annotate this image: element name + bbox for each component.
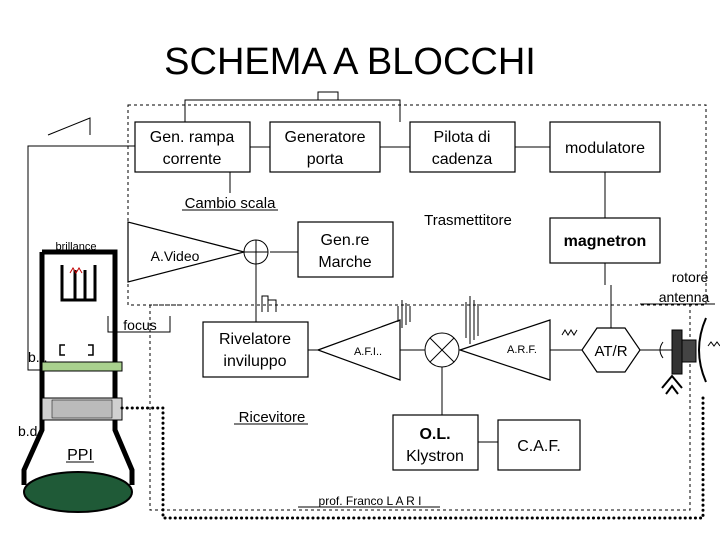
afi-label: A.F.I.. xyxy=(354,346,382,358)
magnetron-label: magnetron xyxy=(564,233,647,250)
mixer xyxy=(424,332,460,368)
bd-label: b.d. xyxy=(18,423,41,439)
generatore-porta-block: Generatore porta xyxy=(269,121,381,173)
sweep-feedback-line xyxy=(27,145,140,371)
rivelatore-line2: inviluppo xyxy=(223,353,286,370)
arf-label: A.R.F. xyxy=(507,344,537,356)
arf-amplifier: A.R.F. xyxy=(458,319,551,381)
gen-marche-line1: Gen.re xyxy=(321,232,370,249)
diagram-title: SCHEMA A BLOCCHI xyxy=(164,41,536,83)
sawtooth-icon xyxy=(47,117,91,136)
gen-porta-line1: Generatore xyxy=(285,129,366,146)
rf-burst-icon-1 xyxy=(465,296,479,344)
bf-label: b.f. xyxy=(28,349,47,365)
transmitter-enclosure xyxy=(127,104,707,306)
sync-bracket xyxy=(184,99,401,122)
summing-node xyxy=(243,239,269,265)
gen-marche-line2: Marche xyxy=(318,254,371,271)
rotore-line2: antenna xyxy=(659,289,710,305)
avideo-label: A.Video xyxy=(151,248,200,264)
avideo-amplifier: A.Video xyxy=(127,221,247,283)
klystron-line1: O.L. xyxy=(419,426,450,443)
focus-label: focus xyxy=(123,317,156,333)
gen-rampa-block: Gen. rampa corrente xyxy=(134,121,251,173)
pilota-line2: cadenza xyxy=(432,151,493,168)
if-burst-icon-1 xyxy=(397,300,411,328)
klystron-line2: Klystron xyxy=(406,448,464,465)
focus-underline xyxy=(107,316,171,333)
gen-rampa-line1: Gen. rampa xyxy=(150,129,235,146)
video-pulse-icon xyxy=(261,295,277,312)
author-label: prof. Franco L A R I xyxy=(319,494,422,508)
brillance-label: brillance xyxy=(56,241,97,253)
modulatore-label: modulatore xyxy=(565,140,645,157)
pilota-line1: Pilota di xyxy=(434,129,491,146)
afi-amplifier: A.F.I.. xyxy=(316,319,401,381)
rf-burst-icon-2 xyxy=(561,329,578,336)
ricevitore-label: Ricevitore xyxy=(239,409,306,426)
focus-coil xyxy=(41,361,123,372)
ol-klystron-block: O.L. Klystron xyxy=(392,414,479,471)
trasmettitore-label: Trasmettitore xyxy=(424,212,512,229)
ppi-label: PPI xyxy=(67,447,93,464)
gen-porta-line2: porta xyxy=(307,151,344,168)
sync-pulse-icon xyxy=(317,91,339,100)
pilota-cadenza-block: Pilota di cadenza xyxy=(409,121,516,173)
receiver-enclosure xyxy=(149,304,691,511)
ppi-screen xyxy=(23,471,133,513)
rivelatore-block: Rivelatore inviluppo xyxy=(202,321,309,378)
gen-rampa-line2: corrente xyxy=(163,151,222,168)
caf-label: C.A.F. xyxy=(517,438,561,455)
caf-block: C.A.F. xyxy=(497,419,581,471)
magnetron-block: magnetron xyxy=(549,217,661,264)
modulatore-block: modulatore xyxy=(549,121,661,173)
antenna xyxy=(659,317,720,395)
atr-label: AT/R xyxy=(594,343,627,360)
rotore-line1: rotore xyxy=(672,269,709,285)
atr-block: AT/R xyxy=(581,327,641,373)
gen-marche-block: Gen.re Marche xyxy=(297,221,394,278)
rivelatore-line1: Rivelatore xyxy=(219,331,291,348)
crt-tube xyxy=(21,249,135,513)
cambio-scala-label: Cambio scala xyxy=(185,195,277,212)
brillance-signal-icon xyxy=(69,267,83,274)
